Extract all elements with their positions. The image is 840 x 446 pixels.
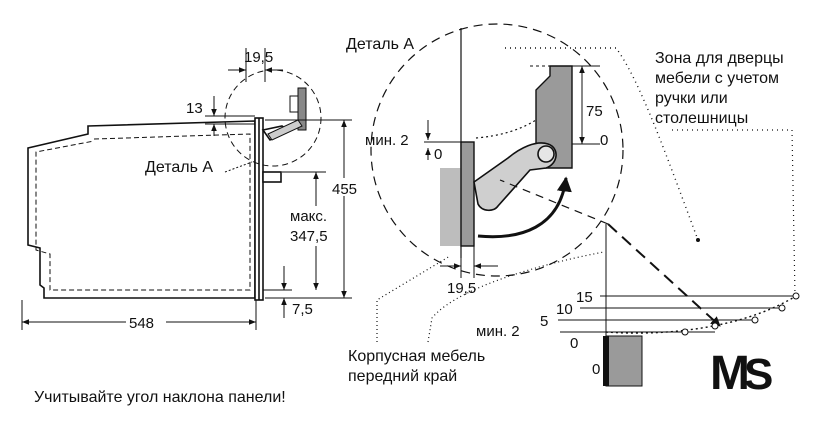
dim-max-label: макс. (290, 208, 327, 225)
min2-top-label: мин. 2 (365, 132, 409, 149)
detail-a-small-content (267, 87, 307, 141)
cabinet-line-1: Корпусная мебель (348, 348, 485, 365)
dim-548-label: 548 (129, 315, 154, 332)
cabinet-block-bottom (603, 335, 643, 387)
footer-note: Учитывайте угол наклона панели! (34, 389, 286, 406)
dim-347-5-label: 347,5 (290, 228, 328, 245)
scale-0: 0 (570, 335, 578, 352)
logo-letter-s: S (744, 350, 773, 397)
detail-a-circle-small (224, 69, 322, 167)
cabinet-block-detail (440, 141, 475, 247)
scale-5: 5 (540, 313, 548, 330)
dim-19-5-top-label: 19,5 (244, 49, 273, 66)
dashed-pointer (607, 223, 721, 327)
min2-bottom-label: мин. 2 (476, 323, 520, 340)
hinge-arm-detail (473, 142, 557, 212)
dim-min2-top (424, 120, 474, 160)
detail-a-top-label: Деталь A (346, 36, 414, 53)
zone-line-2: мебели с учетом (655, 70, 779, 87)
dim-13 (205, 96, 255, 136)
dim-19-5-top (228, 48, 283, 82)
dim-0-detail-right: 0 (600, 132, 608, 149)
dim-19-5-detail (440, 246, 498, 278)
dim-75 (572, 65, 600, 145)
scale-15: 15 (576, 289, 593, 306)
scale-detail (558, 224, 800, 372)
zone-line-4: столешницы (655, 110, 748, 127)
logo-letter-m: M (710, 347, 750, 397)
appliance-body-outline (27, 120, 256, 299)
zone-note: Зона для дверцы мебели с учетом ручки ил… (655, 50, 784, 127)
detail-a-left-label: Деталь A (145, 159, 213, 176)
door-swing-dotted (475, 119, 537, 139)
ms-logo: M S (710, 347, 773, 397)
scale-10: 10 (556, 301, 573, 318)
zone-line-1: Зона для дверцы (655, 50, 784, 67)
cabinet-line-2: передний край (348, 368, 457, 385)
scale-0-bottom: 0 (592, 361, 600, 378)
dim-7-5 (263, 266, 292, 318)
dim-0-detail-left: 0 (434, 146, 442, 163)
detail-a-circle-large (370, 23, 624, 277)
dim-19-5-detail-label: 19,5 (447, 280, 476, 297)
dim-75-label: 75 (586, 103, 603, 120)
appliance-inner-dashed (35, 133, 251, 291)
dim-13-label: 13 (186, 100, 203, 117)
appliance-side-view (27, 117, 290, 301)
dim-455-label: 455 (332, 181, 357, 198)
dim-455 (265, 119, 352, 299)
cabinet-note: Корпусная мебель передний край (348, 348, 485, 385)
dim-7-5-label: 7,5 (292, 301, 313, 318)
zone-line-3: ручки или (655, 90, 728, 107)
curved-arrow (477, 176, 572, 239)
handle-stub (262, 171, 282, 183)
